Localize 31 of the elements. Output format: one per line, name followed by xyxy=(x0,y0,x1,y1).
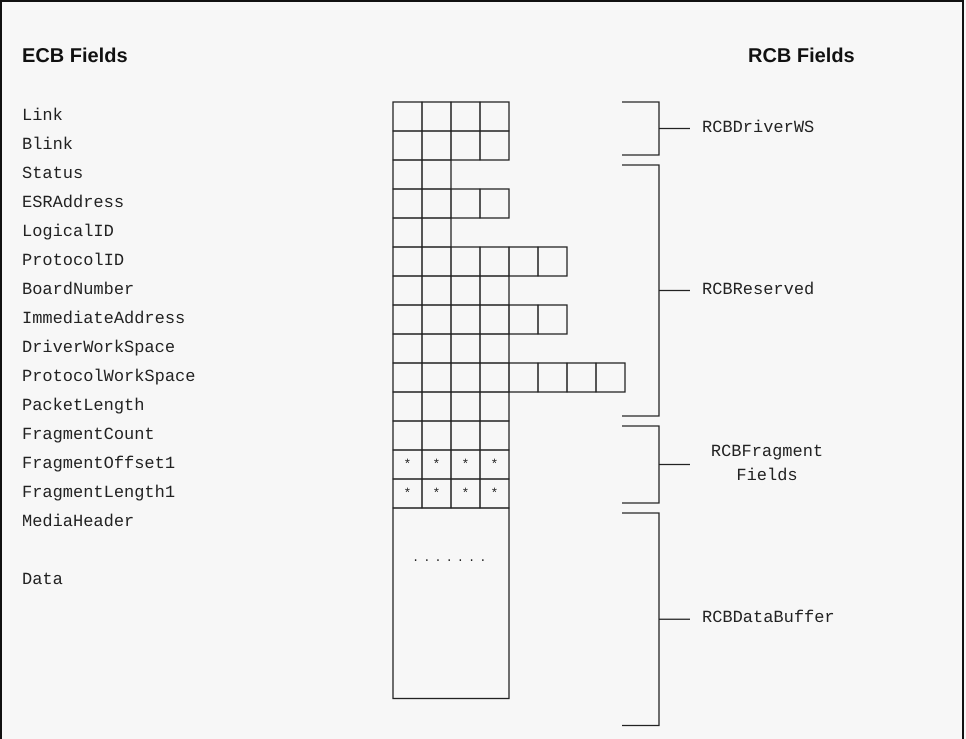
register-group-label: RCBReserved xyxy=(702,280,814,300)
asterisk-mark: * xyxy=(462,484,470,502)
field-name: ProtocolID xyxy=(22,252,124,272)
field-name: ImmediateAddress xyxy=(22,310,186,330)
field-name: Data xyxy=(22,570,63,590)
asterisk-mark: * xyxy=(490,484,498,502)
register-group-label: RCBFragment Fields xyxy=(710,442,824,488)
asterisk-mark: * xyxy=(404,484,412,502)
field-name: Status xyxy=(22,164,84,184)
register-group-label: RCBDriverWS xyxy=(702,118,814,138)
field-name: LogicalID xyxy=(22,222,114,242)
field-name: MediaHeader xyxy=(22,512,134,532)
field-name: ESRAddress xyxy=(22,194,124,214)
register-group-label: RCBDataBuffer xyxy=(702,609,835,630)
field-name: FragmentOffset1 xyxy=(22,454,176,474)
field-name: Link xyxy=(22,106,63,126)
field-name: PacketLength xyxy=(22,396,144,416)
asterisk-mark: * xyxy=(462,456,470,474)
field-name: BoardNumber xyxy=(22,280,134,300)
field-name: Blink xyxy=(22,136,74,156)
field-name: ProtocolWorkSpace xyxy=(22,368,196,388)
asterisk-mark: * xyxy=(490,456,498,474)
field-name: DriverWorkSpace xyxy=(22,338,176,358)
asterisk-mark: * xyxy=(404,456,412,474)
section-heading: ECB Fields xyxy=(22,45,128,68)
asterisk-mark: * xyxy=(432,456,440,474)
field-name: FragmentLength1 xyxy=(22,484,176,504)
field-name: FragmentCount xyxy=(22,426,155,446)
asterisk-mark: * xyxy=(432,484,440,502)
section-heading: RCB Fields xyxy=(748,45,855,68)
ellipsis-dots: ....... xyxy=(412,550,490,566)
